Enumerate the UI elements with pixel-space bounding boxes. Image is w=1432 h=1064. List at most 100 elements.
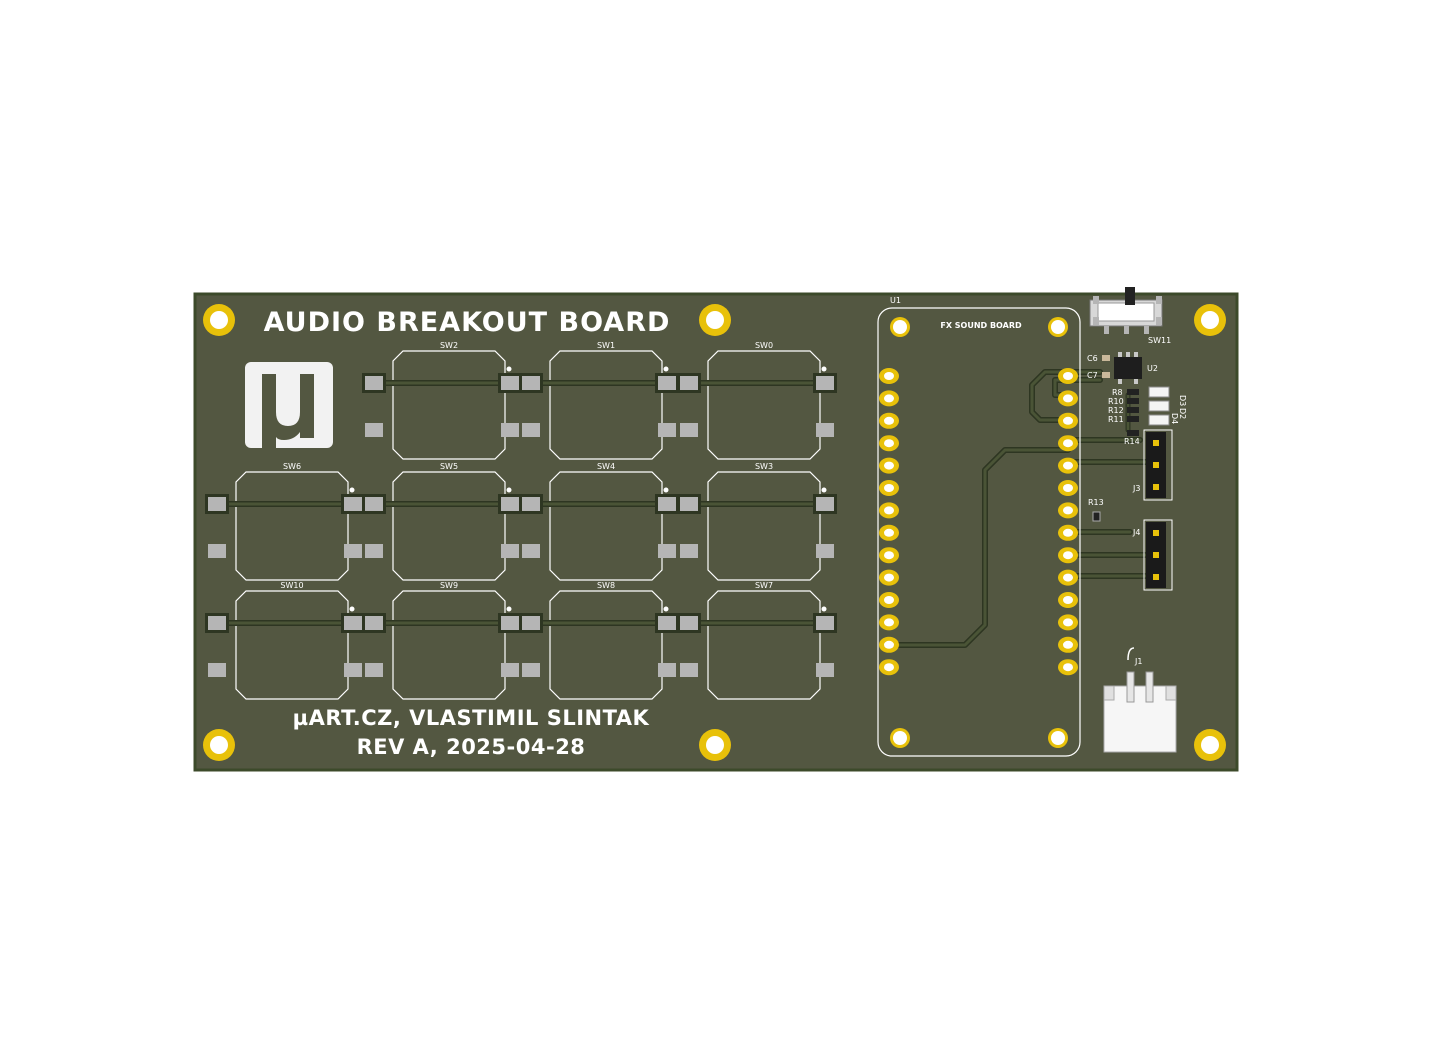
switch-label: SW4 [597, 462, 615, 471]
smd-pad [365, 616, 383, 630]
mounting-hole [1194, 729, 1226, 761]
switch-sw1: SW1 [519, 341, 679, 460]
header-pin [1058, 524, 1078, 541]
board-credit: µART.CZ, VLASTIMIL SLINTAK [293, 706, 650, 730]
header-pin [879, 659, 899, 676]
smd-pad [658, 544, 676, 558]
header-pin [1058, 390, 1078, 407]
j3-header: J3 [1132, 429, 1173, 501]
smd-pad [816, 663, 834, 677]
capacitors: C6 C7 [1087, 354, 1110, 380]
u1-mount-hole [1048, 728, 1068, 748]
header-pin [1058, 480, 1078, 496]
r10-ref: R10 [1108, 397, 1124, 406]
header-pin [1058, 502, 1078, 519]
smd-pad [522, 663, 540, 677]
header-pin [1058, 368, 1078, 384]
r13-ref: R13 [1088, 498, 1104, 507]
u1-ref: U1 [890, 296, 901, 305]
header-pin [879, 480, 899, 496]
smd-pad [680, 497, 698, 511]
header-pin [879, 390, 899, 407]
smd-pad [816, 376, 834, 390]
smd-pad [501, 616, 519, 630]
mu-logo [245, 362, 333, 454]
smd-pad [658, 497, 676, 511]
smd-pad [658, 616, 676, 630]
smd-pad [344, 663, 362, 677]
smd-pad [680, 423, 698, 437]
sw11-slide-switch: SW11 [1089, 287, 1171, 345]
smd-pad [365, 663, 383, 677]
smd-pad [522, 544, 540, 558]
header-pin [1058, 569, 1078, 586]
u2-chip: U2 [1114, 352, 1158, 384]
switch-label: SW1 [597, 341, 615, 350]
header-pin [879, 547, 899, 564]
r14-ref: R14 [1124, 437, 1140, 446]
smd-pad [208, 616, 226, 630]
header-pin [1058, 659, 1078, 676]
smd-pad [522, 497, 540, 511]
smd-pad [658, 663, 676, 677]
switch-sw6: SW6 [205, 462, 365, 581]
header-pin [879, 524, 899, 541]
smd-pad [680, 616, 698, 630]
smd-pad [208, 663, 226, 677]
header-pin [1058, 435, 1078, 452]
smd-pad [501, 663, 519, 677]
smd-pad [365, 544, 383, 558]
header-pin [1058, 412, 1078, 429]
j4-header: J4 [1132, 519, 1173, 591]
header-pin [879, 457, 899, 474]
u1-mount-hole [1048, 317, 1068, 337]
switch-label: SW0 [755, 341, 773, 350]
smd-pad [522, 616, 540, 630]
switch-sw2: SW2 [362, 341, 522, 460]
resistors: R8 R10 R12 R11 R14 R13 [1088, 388, 1140, 522]
smd-pad [522, 423, 540, 437]
mounting-hole [699, 304, 731, 336]
switch-label: SW6 [283, 462, 301, 471]
u2-ref: U2 [1147, 364, 1158, 373]
header-pin [1058, 547, 1078, 564]
r12-ref: R12 [1108, 406, 1124, 415]
u1-mount-hole [890, 728, 910, 748]
header-pin [879, 412, 899, 429]
header-pin [1058, 457, 1078, 474]
j1-ref: J1 [1134, 657, 1142, 666]
switch-sw7: SW7 [677, 581, 837, 700]
switch-sw9: SW9 [362, 581, 522, 700]
header-pin [879, 368, 899, 384]
switch-sw4: SW4 [519, 462, 679, 581]
switch-label: SW5 [440, 462, 458, 471]
switch-label: SW3 [755, 462, 773, 471]
smd-pad [522, 376, 540, 390]
header-pin [879, 435, 899, 452]
switch-label: SW10 [280, 581, 303, 590]
switch-sw10: SW10 [205, 581, 365, 700]
board-revision: REV A, 2025-04-28 [357, 735, 586, 759]
j3-ref: J3 [1132, 484, 1140, 493]
smd-pad [680, 376, 698, 390]
smd-pad [816, 423, 834, 437]
j1-connector: J1 [1103, 647, 1177, 753]
switch-label: SW7 [755, 581, 773, 590]
smd-pad [501, 497, 519, 511]
switch-sw5: SW5 [362, 462, 522, 581]
d2-ref: D2 [1178, 408, 1187, 419]
j4-ref: J4 [1132, 528, 1140, 537]
smd-pad [365, 497, 383, 511]
smd-pad [501, 376, 519, 390]
smd-pad [680, 663, 698, 677]
d3-ref: D3 [1178, 395, 1187, 406]
sw11-ref: SW11 [1148, 336, 1171, 345]
mounting-hole [203, 304, 235, 336]
smd-pad [501, 544, 519, 558]
c7-ref: C7 [1087, 371, 1098, 380]
smd-pad [816, 544, 834, 558]
r11-ref: R11 [1108, 415, 1124, 424]
header-pin [879, 502, 899, 519]
switch-label: SW9 [440, 581, 458, 590]
